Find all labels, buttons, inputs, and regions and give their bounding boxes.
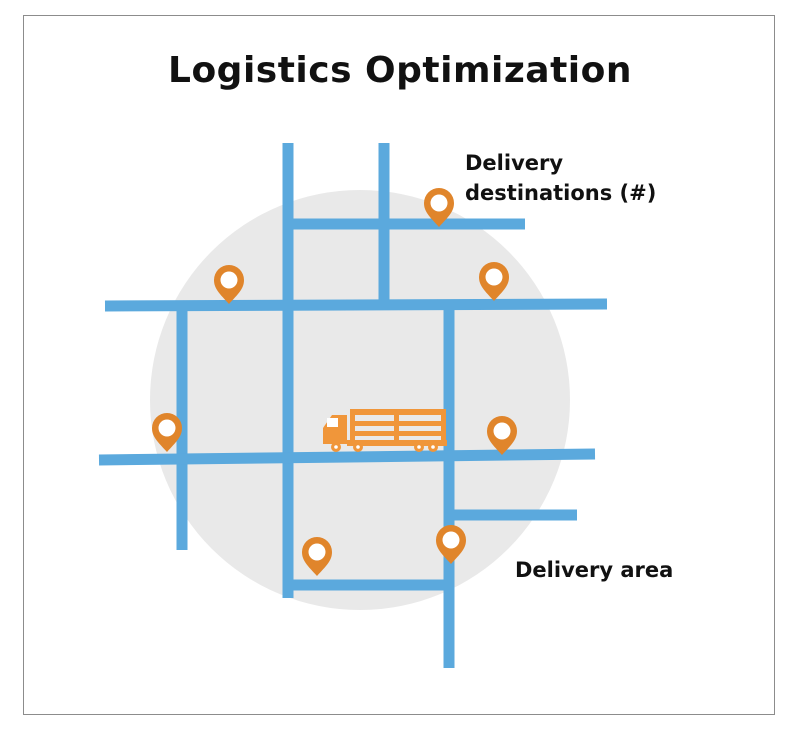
destinations-label-line1: Delivery [465,151,564,175]
road [98,448,596,466]
diagram-title: Logistics Optimization [168,50,632,91]
delivery-area-label: Delivery area [515,558,674,582]
delivery-area-circle [150,190,570,610]
destinations-label-line2: destinations (#) [465,181,657,205]
destinations-label: Delivery destinations (#) [465,148,656,208]
road [104,298,608,312]
truck-icon [323,409,447,452]
road-network [98,143,608,668]
